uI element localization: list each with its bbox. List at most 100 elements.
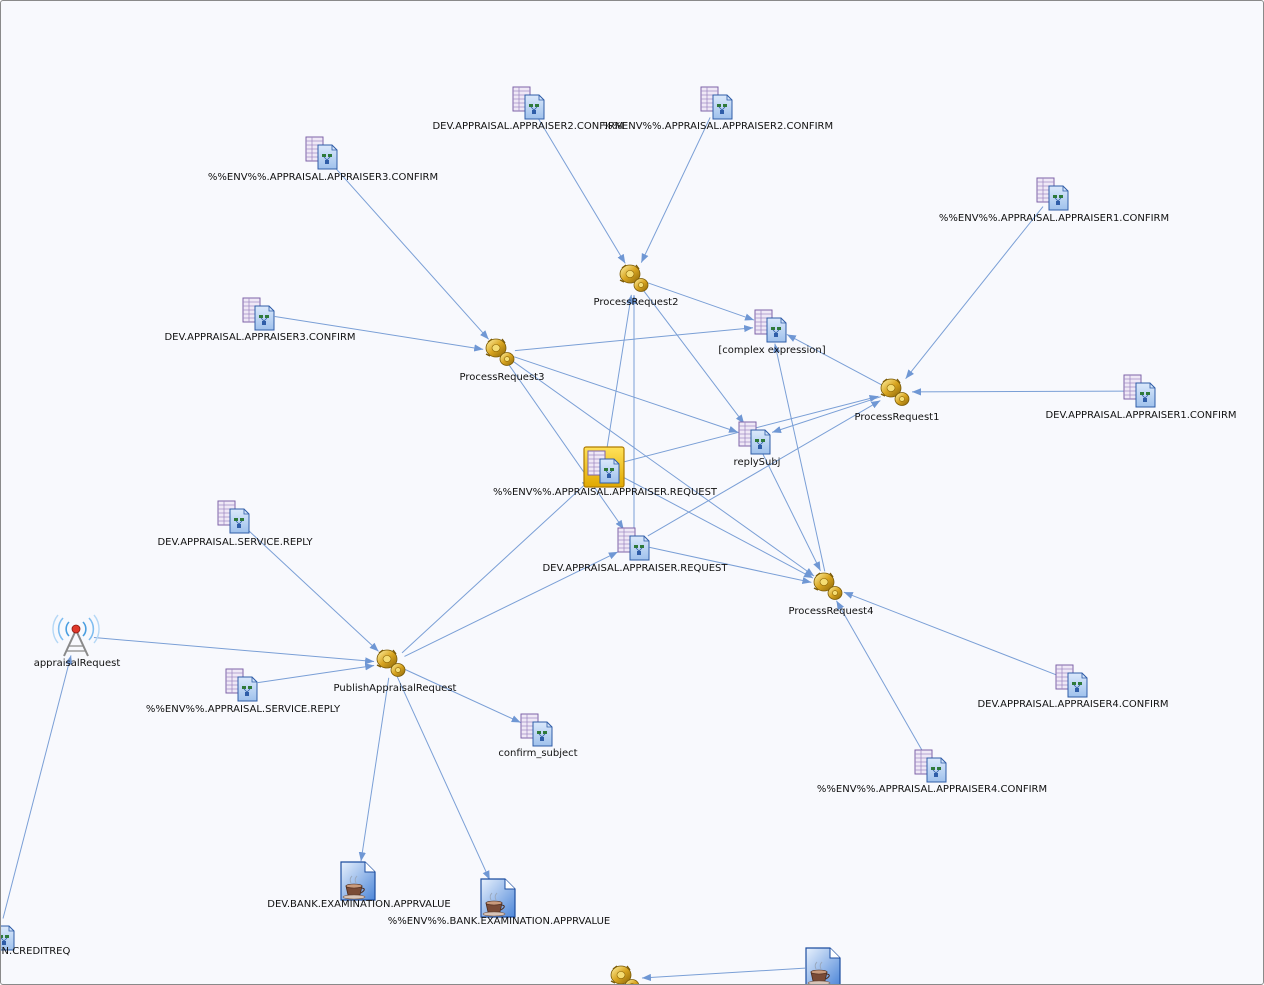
node-label: appraisalRequest	[34, 658, 121, 669]
edge-n10-to-n9[interactable]	[911, 388, 1125, 396]
edge-n12-to-n5[interactable]	[606, 294, 634, 452]
destination-icon	[587, 450, 620, 484]
node-process[interactable]: ProcessRequest2	[594, 264, 679, 308]
destination-icon	[700, 86, 733, 120]
node-label: WN.CREDITREQ	[1, 946, 70, 957]
edge-n17-to-n14[interactable]	[404, 551, 619, 657]
node-destination[interactable]: DEV.APPRAISAL.APPRAISER1.CONFIRM	[1045, 374, 1237, 421]
node-destination[interactable]: %%ENV%%.APPRAISAL.APPRAISER1.CONFIRM	[939, 177, 1169, 224]
node-label: %%ENV%%.APPRAISAL.APPRAISER1.CONFIRM	[939, 213, 1169, 224]
edge-n21-to-n15[interactable]	[836, 600, 924, 753]
node-java[interactable]: DEV.BANK.EXAMINATION.APPRVALUE	[267, 861, 451, 910]
destination-icon	[1055, 664, 1088, 698]
node-label: %%ENV%%.BANK.EXAMINATION.APPRVALUE	[388, 916, 611, 927]
node-java[interactable]: %%ENV%%.BANK.EXAMINATION.APPRVALUE	[388, 878, 611, 927]
node-label: DEV.APPRAISAL.APPRAISER1.CONFIRM	[1045, 410, 1236, 421]
node-label: [complex expression]	[718, 345, 825, 356]
process-gear-icon	[376, 649, 406, 677]
node-label: DEV.APPRAISAL.APPRAISER4.CONFIRM	[977, 699, 1168, 710]
node-label: %%ENV%%.APPRAISAL.SERVICE.REPLY	[146, 704, 341, 715]
edge-n14-to-n9[interactable]	[647, 400, 881, 537]
destination-icon	[754, 309, 787, 343]
node-label: DEV.BANK.EXAMINATION.APPRVALUE	[267, 899, 450, 910]
node-label: confirm_subject	[498, 748, 577, 759]
node-broadcast[interactable]: appraisalRequest	[34, 614, 121, 669]
node-label: %%ENV%%.APPRAISAL.APPRAISER3.CONFIRM	[208, 172, 438, 183]
node-label: ProcessRequest1	[855, 412, 940, 423]
destination-icon	[738, 421, 771, 455]
node-label: ProcessRequest4	[789, 606, 874, 617]
destination-icon	[217, 500, 250, 534]
node-process[interactable]: PublishAppraisalRequest	[334, 649, 457, 694]
edge-n9-to-n7[interactable]	[786, 334, 882, 386]
node-label: DEV.APPRAISAL.APPRAISER.REQUEST	[542, 563, 728, 574]
edge-n26-to-n25[interactable]	[641, 967, 806, 982]
process-gear-icon	[485, 338, 515, 366]
edge-n12-to-n15[interactable]	[617, 474, 814, 579]
node-label: DEV.APPRAISAL.APPRAISER2.CONFIRM	[432, 121, 623, 132]
destination-icon	[617, 527, 650, 561]
destination-icon	[914, 749, 947, 783]
edge-n8-to-n11[interactable]	[514, 356, 739, 433]
node-destination[interactable]: WN.CREDITREQ	[1, 918, 70, 957]
edge-n11-to-n15[interactable]	[761, 452, 821, 571]
edge-n5-to-n11[interactable]	[642, 289, 745, 424]
java-coffee-icon	[340, 861, 376, 901]
node-process[interactable]	[610, 965, 640, 984]
node-label: DEV.APPRAISAL.APPRAISER3.CONFIRM	[164, 332, 355, 343]
edge-n8-to-n14[interactable]	[508, 364, 625, 530]
edge-n17-to-n23[interactable]	[396, 676, 491, 881]
edge-n5-to-n7[interactable]	[647, 282, 755, 321]
node-destination[interactable]: %%ENV%%.APPRAISAL.SERVICE.REPLY	[146, 668, 341, 715]
edge-n17-to-n22[interactable]	[358, 677, 390, 862]
node-destination[interactable]: DEV.APPRAISAL.APPRAISER4.CONFIRM	[977, 664, 1169, 710]
node-destination[interactable]: DEV.APPRAISAL.APPRAISER3.CONFIRM	[164, 297, 356, 343]
broadcast-antenna-icon	[52, 614, 100, 657]
node-label: replySubj	[734, 457, 781, 468]
destination-icon	[512, 86, 545, 120]
node-destination[interactable]: %%ENV%%.APPRAISAL.APPRAISER.REQUEST	[493, 446, 718, 498]
destination-icon	[225, 668, 258, 702]
node-process[interactable]: ProcessRequest4	[789, 572, 874, 617]
edge-n15-to-n7[interactable]	[773, 343, 826, 572]
destination-icon	[1036, 177, 1069, 211]
node-label: DEV.APPRAISAL.SERVICE.REPLY	[157, 537, 313, 548]
node-destination[interactable]: replySubj	[734, 421, 781, 468]
edge-n8-to-n15[interactable]	[511, 360, 815, 577]
node-destination[interactable]: DEV.APPRAISAL.APPRAISER2.CONFIRM	[432, 86, 624, 132]
node-label: %%ENV%%.APPRAISAL.APPRAISER2.CONFIRM	[603, 121, 833, 132]
edge-n9-to-n11[interactable]	[771, 396, 881, 433]
node-java[interactable]	[805, 947, 841, 984]
edge-n6-to-n8[interactable]	[274, 315, 484, 352]
edge-n17-to-n19[interactable]	[404, 668, 521, 723]
node-label: ProcessRequest3	[460, 372, 545, 383]
node-label: %%ENV%%.APPRAISAL.APPRAISER.REQUEST	[493, 487, 718, 498]
edge-n24-to-n16[interactable]	[2, 655, 73, 919]
process-gear-icon	[610, 965, 640, 984]
node-process[interactable]: ProcessRequest1	[855, 378, 940, 423]
node-destination[interactable]: [complex expression]	[718, 309, 826, 356]
edge-n16-to-n17[interactable]	[93, 637, 375, 665]
node-process[interactable]: ProcessRequest3	[460, 338, 545, 383]
node-destination[interactable]: %%ENV%%.APPRAISAL.APPRAISER2.CONFIRM	[603, 86, 833, 132]
node-destination[interactable]: %%ENV%%.APPRAISAL.APPRAISER4.CONFIRM	[817, 749, 1047, 795]
edge-n4-to-n9[interactable]	[905, 206, 1044, 380]
process-gear-icon	[813, 572, 843, 600]
node-label: ProcessRequest2	[594, 297, 679, 308]
edge-n3-to-n8[interactable]	[332, 164, 490, 340]
edge-n18-to-n17[interactable]	[257, 663, 375, 684]
edge-n13-to-n17[interactable]	[245, 527, 379, 652]
node-destination[interactable]: DEV.APPRAISAL.APPRAISER.REQUEST	[542, 527, 728, 574]
node-label: %%ENV%%.APPRAISAL.APPRAISER4.CONFIRM	[817, 784, 1047, 795]
edge-n2-to-n5[interactable]	[640, 117, 711, 263]
node-destination[interactable]: DEV.APPRAISAL.SERVICE.REPLY	[157, 500, 313, 548]
edge-n20-to-n15[interactable]	[843, 591, 1058, 676]
edge-n14-to-n15[interactable]	[649, 546, 812, 585]
node-destination[interactable]: confirm_subject	[498, 713, 578, 759]
process-gear-icon	[619, 264, 649, 292]
edge-n1-to-n5[interactable]	[536, 116, 626, 264]
edge-n17-to-n12[interactable]	[401, 478, 592, 654]
node-destination[interactable]: %%ENV%%.APPRAISAL.APPRAISER3.CONFIRM	[208, 136, 438, 183]
